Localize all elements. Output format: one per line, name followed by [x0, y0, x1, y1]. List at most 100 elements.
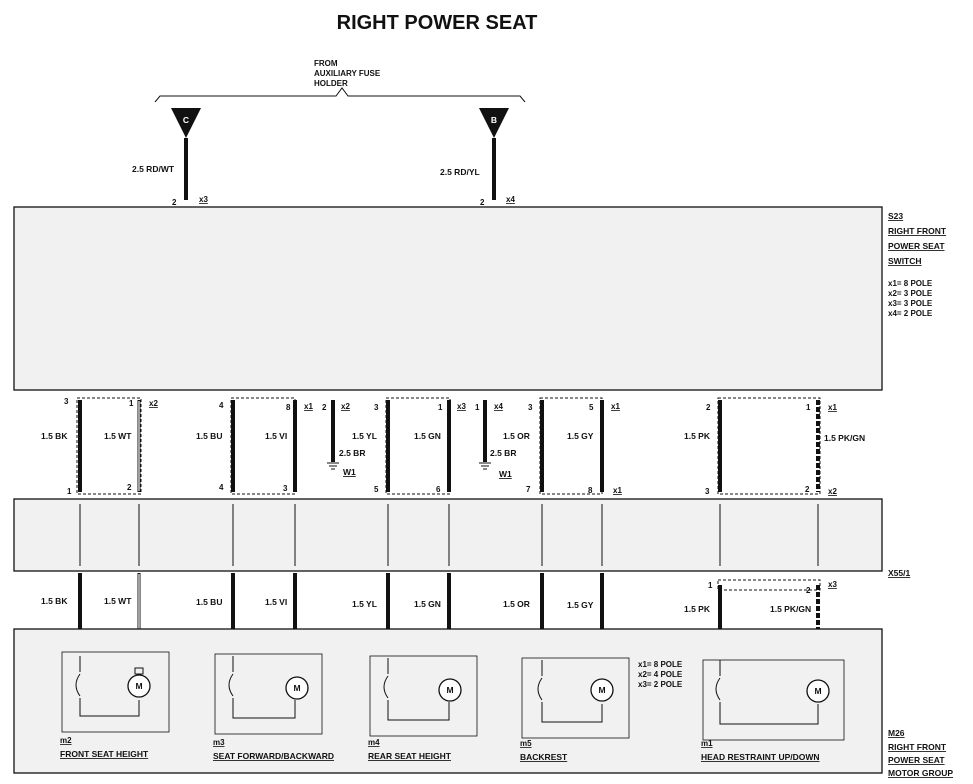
connector-outline-x1c — [717, 397, 821, 495]
motor-m3-id: m3 — [213, 738, 225, 747]
ground-1-connector: x2 — [341, 402, 350, 411]
upper-wire-9-label: 1.5 PK — [684, 431, 711, 441]
motor-group-id: M26 — [888, 728, 905, 738]
lower-wire-6-label: 1.5 GN — [414, 599, 441, 609]
ground-2-connector: x4 — [494, 402, 503, 411]
upper-wire-6-label: 1.5 GN — [414, 431, 441, 441]
motor-group-connector-1: x1= 8 POLE — [638, 660, 683, 669]
upper-wire-8-label: 1.5 GY — [567, 431, 594, 441]
upper-wire-4-label: 1.5 VI — [265, 431, 287, 441]
motor-unit-m5: M m5 BACKREST — [520, 657, 630, 762]
upper-wire-6: 1 x3 1.5 GN 6 — [414, 400, 466, 494]
motor-m2-icon — [127, 674, 151, 698]
upper-wire-9-top-pin: 2 — [706, 403, 711, 412]
upper-wire-5-label: 1.5 YL — [352, 431, 377, 441]
motor-group-label: M26 RIGHT FRONT POWER SEAT MOTOR GROUP x… — [638, 660, 953, 778]
fuse-c-triangle — [171, 108, 201, 138]
motor-unit-m2-circuit — [79, 656, 140, 717]
fuse-source: FROM AUXILIARY FUSE HOLDER — [154, 59, 526, 103]
lower-wire-10-label: 1.5 PK/GN — [770, 604, 811, 614]
diagram-title: RIGHT POWER SEAT — [337, 12, 538, 34]
upper-wire-7-top-pin: 3 — [528, 403, 533, 412]
motor-m2-name: FRONT SEAT HEIGHT — [60, 749, 149, 759]
motor-m3-symbol: M — [293, 683, 300, 693]
motor-group-line-4: MOTOR GROUP — [888, 768, 953, 778]
motor-m4-icon — [438, 678, 462, 702]
connector-block-passthroughs — [79, 504, 819, 566]
upper-wire-6-connector: x3 — [457, 402, 466, 411]
upper-wire-1: 3 1.5 BK 1 — [41, 397, 82, 496]
fuse-c-wire-label: 2.5 RD/WT — [132, 164, 175, 174]
motor-m5-icon — [590, 678, 614, 702]
upper-wire-8-bottom-pin: 8 — [588, 486, 593, 495]
fuse-b-wire-label: 2.5 RD/YL — [440, 167, 480, 177]
motor-unit-m5-box — [521, 657, 630, 739]
upper-wire-10: 1 x1 1.5 PK/GN 2 x2 — [805, 400, 865, 496]
fuse-b: B 2.5 RD/YL 2 x4 — [440, 108, 515, 207]
motor-m1-icon — [806, 679, 830, 703]
upper-wire-4-connector: x1 — [304, 402, 313, 411]
upper-wire-4: 8 x1 1.5 VI 3 — [265, 400, 313, 493]
motor-unit-m4-switch — [383, 675, 389, 699]
upper-wire-10-label: 1.5 PK/GN — [824, 433, 865, 443]
lower-wire-10-pin: 2 — [806, 586, 811, 595]
motor-unit-m2-switch — [75, 673, 81, 697]
motor-unit-m1: M m1 HEAD RESTRAINT UP/DOWN — [701, 659, 845, 762]
upper-wire-10-bottom-connector: x2 — [828, 487, 837, 496]
upper-wire-1-label: 1.5 BK — [41, 431, 68, 441]
ground-1-label: W1 — [343, 467, 356, 477]
connector-outline-x2 — [76, 397, 142, 495]
connector-block-x55-1 — [13, 498, 883, 572]
upper-wire-8-connector: x1 — [611, 402, 620, 411]
upper-wire-3: 4 1.5 BU 4 — [196, 400, 235, 492]
motor-m1-symbol: M — [814, 686, 821, 696]
upper-wire-10-bottom-pin: 2 — [805, 485, 810, 494]
fuse-c: C 2.5 RD/WT 2 x3 — [132, 108, 208, 207]
motor-unit-m4-circuit — [387, 658, 450, 721]
lower-wire-10-connector: x3 — [828, 580, 837, 589]
upper-wire-6-bottom-pin: 6 — [436, 485, 441, 494]
motor-unit-m1-switch — [715, 677, 721, 701]
upper-wire-6-top-pin: 1 — [438, 403, 443, 412]
fuse-b-connector: x4 — [506, 195, 515, 204]
fuse-b-letter: B — [491, 115, 497, 125]
ground-1-wire-label: 2.5 BR — [339, 448, 365, 458]
upper-wire-10-connector: x1 — [828, 403, 837, 412]
switch-id: S23 — [888, 211, 903, 221]
fuse-c-letter: C — [183, 115, 189, 125]
upper-wire-9: 2 1.5 PK 3 — [684, 400, 722, 496]
ground-2-wire-label: 2.5 BR — [490, 448, 516, 458]
motor-unit-m2-terminal — [134, 667, 144, 675]
motor-unit-m1-box — [702, 659, 845, 741]
ground-1-pin: 2 — [322, 403, 327, 412]
motor-group-line-3: POWER SEAT — [888, 755, 945, 765]
motor-m3-name: SEAT FORWARD/BACKWARD — [213, 751, 334, 761]
upper-wire-2-connector: x2 — [149, 399, 158, 408]
upper-wire-2-label: 1.5 WT — [104, 431, 132, 441]
lower-wire-1-label: 1.5 BK — [41, 596, 68, 606]
upper-wire-8: 5 x1 1.5 GY 8 x1 — [567, 400, 622, 495]
upper-wire-3-label: 1.5 BU — [196, 431, 222, 441]
upper-wire-9-bottom-pin: 3 — [705, 487, 710, 496]
motor-m2-id: m2 — [60, 736, 72, 745]
upper-wire-10-top-pin: 1 — [806, 403, 811, 412]
switch-box — [13, 206, 883, 391]
upper-wire-5-bottom-pin: 5 — [374, 485, 379, 494]
connector-outline-x3-lower — [717, 579, 821, 591]
motor-m1-id: m1 — [701, 739, 713, 748]
motor-unit-m4-box — [369, 655, 478, 737]
fuse-source-line-1: FROM — [314, 59, 338, 68]
switch-line-3: POWER SEAT — [888, 241, 945, 251]
fuse-source-line-3: HOLDER — [314, 79, 348, 88]
motor-unit-m3: M m3 SEAT FORWARD/BACKWARD — [213, 653, 334, 761]
upper-wire-7-label: 1.5 OR — [503, 431, 530, 441]
lower-wire-5-label: 1.5 YL — [352, 599, 377, 609]
motor-m4-name: REAR SEAT HEIGHT — [368, 751, 452, 761]
ground-2-label: W1 — [499, 469, 512, 479]
motor-m5-id: m5 — [520, 739, 532, 748]
motor-m3-icon — [285, 676, 309, 700]
motor-unit-m5-circuit — [541, 660, 603, 723]
connector-outline-x3 — [385, 397, 451, 495]
motor-m4-id: m4 — [368, 738, 380, 747]
upper-wire-2: 1 x2 1.5 WT 2 — [104, 399, 158, 492]
